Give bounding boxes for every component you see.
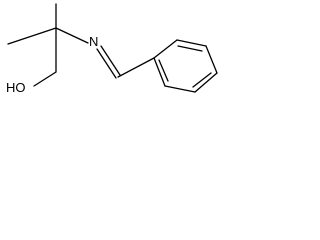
structural-formula: N HO xyxy=(6,3,218,95)
bond-methyl-left xyxy=(7,27,57,45)
bond-carbon-to-nitrogen xyxy=(55,27,89,44)
hydroxyl-group-label: HO xyxy=(6,80,26,95)
bond-imine-double-b xyxy=(96,48,117,79)
bond-ch-to-phenyl xyxy=(117,57,155,78)
nitrogen-atom-label: N xyxy=(89,34,98,49)
benzene-ring xyxy=(153,39,218,93)
molecule-canvas: N HO xyxy=(0,0,235,116)
bond-ch2-to-oxygen xyxy=(33,71,57,87)
bond-imine-double-a xyxy=(100,45,121,76)
